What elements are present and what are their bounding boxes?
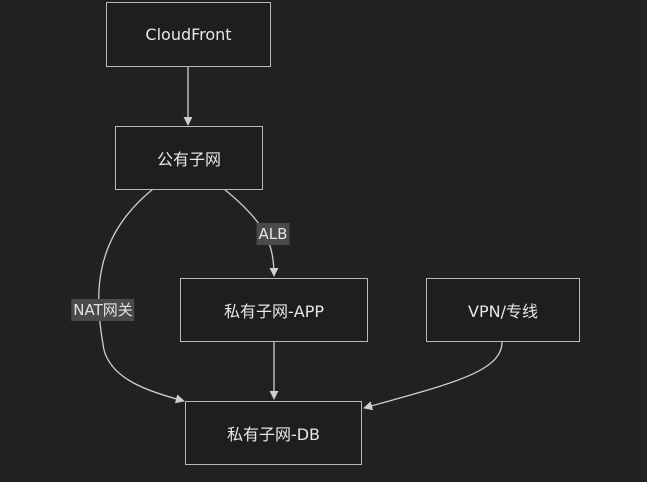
node-private-db-label: 私有子网-DB	[226, 425, 321, 444]
edge-label-nat: NAT网关	[71, 299, 135, 321]
node-private-app[interactable]: 私有子网-APP	[180, 278, 368, 342]
node-public-subnet[interactable]: 公有子网	[115, 126, 263, 190]
node-private-db[interactable]: 私有子网-DB	[185, 401, 362, 465]
node-vpn[interactable]: VPN/专线	[426, 278, 580, 342]
node-cloudfront[interactable]: CloudFront	[106, 2, 271, 67]
edge-label-alb: ALB	[256, 223, 290, 245]
node-vpn-label: VPN/专线	[468, 302, 538, 321]
edge-public-to-db	[98, 188, 185, 404]
node-cloudfront-label: CloudFront	[145, 25, 232, 44]
edge-vpn-to-db	[363, 341, 503, 411]
node-public-subnet-label: 公有子网	[156, 150, 221, 169]
node-private-app-label: 私有子网-APP	[223, 302, 325, 321]
